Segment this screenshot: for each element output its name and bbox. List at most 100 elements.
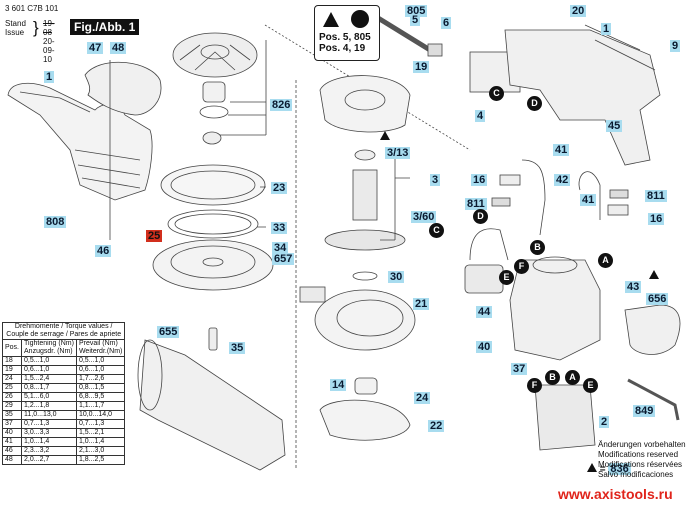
part-label-2[interactable]: 2 bbox=[599, 416, 610, 428]
field-coil-drawing bbox=[534, 384, 596, 451]
figure-title: Fig./Abb. 1 bbox=[70, 19, 140, 35]
suppressor-drawing bbox=[464, 264, 504, 294]
part-label-3-60[interactable]: 3/60 bbox=[411, 211, 437, 223]
part-label-20[interactable]: 20 bbox=[570, 5, 587, 17]
part-label-9[interactable]: 9 bbox=[670, 40, 681, 52]
base-plate-drawing bbox=[319, 399, 411, 441]
part-label-44[interactable]: 44 bbox=[476, 306, 493, 318]
pos-cell: 26 bbox=[1, 392, 23, 402]
watermark-link[interactable]: www.axistools.ru bbox=[558, 486, 673, 502]
part-label-849[interactable]: 849 bbox=[633, 405, 656, 417]
tightening-cell: 1,5...2,4 bbox=[21, 374, 77, 384]
part-label-3[interactable]: 3 bbox=[430, 174, 441, 186]
prevail-cell: 1,7...2,6 bbox=[75, 374, 126, 384]
part-label-808[interactable]: 808 bbox=[44, 216, 67, 228]
connector-D: D bbox=[473, 209, 488, 224]
connector-D-top: D bbox=[527, 96, 542, 111]
part-label-811-right[interactable]: 811 bbox=[645, 190, 667, 202]
note-en: Modifications reserved bbox=[598, 450, 679, 459]
prevail-cell: 0,6...1,0 bbox=[75, 365, 126, 375]
col-anzugsdr: Anzugsdr. (Nm) bbox=[24, 348, 73, 355]
part-label-45[interactable]: 45 bbox=[606, 120, 623, 132]
triangle-marker-icon bbox=[649, 270, 659, 279]
part-label-655[interactable]: 655 bbox=[157, 326, 180, 338]
tightening-cell: 0,6...1,0 bbox=[21, 365, 77, 375]
prevail-cell: 0,7...1,3 bbox=[75, 419, 126, 429]
part-label-836[interactable]: 836 bbox=[608, 463, 631, 475]
part-label-16-right[interactable]: 16 bbox=[648, 213, 665, 225]
part-label-16-left[interactable]: 16 bbox=[471, 174, 488, 186]
pos-cell: 18 bbox=[1, 356, 23, 366]
part-label-35[interactable]: 35 bbox=[229, 342, 246, 354]
pos-cell: 25 bbox=[1, 383, 23, 393]
part-label-43[interactable]: 43 bbox=[625, 281, 642, 293]
part-label-22[interactable]: 22 bbox=[428, 420, 445, 432]
issue-date: 20-09-10 bbox=[43, 37, 55, 64]
connector-E: E bbox=[499, 270, 514, 285]
part-label-40[interactable]: 40 bbox=[476, 341, 493, 353]
triangle-marker-icon bbox=[587, 463, 597, 472]
part-label-37[interactable]: 37 bbox=[511, 363, 528, 375]
dust-container-drawing bbox=[137, 339, 286, 471]
bearing-drawing bbox=[202, 81, 226, 103]
triangle-legend: = 836 bbox=[587, 463, 631, 475]
part-label-657[interactable]: 657 bbox=[272, 253, 295, 265]
prevail-cell: 10,0...14,0 bbox=[75, 410, 126, 420]
eccentric-drawing bbox=[202, 131, 222, 145]
part-label-811-left[interactable]: 811 bbox=[465, 198, 487, 210]
part-label-826[interactable]: 826 bbox=[270, 99, 293, 111]
prevail-cell: 1,0...1,4 bbox=[75, 437, 126, 447]
table-title-1: Drehmomente / Torque values / bbox=[14, 323, 113, 330]
note-es: Salvo modificaciones bbox=[598, 470, 674, 479]
ring-33-drawing bbox=[167, 209, 259, 239]
pos-cell: 40 bbox=[1, 428, 23, 438]
connector-A: A bbox=[598, 253, 613, 268]
gear-housing-drawing bbox=[299, 286, 416, 351]
part-label-46[interactable]: 46 bbox=[95, 245, 112, 257]
pos-cell: 35 bbox=[1, 410, 23, 420]
part-label-6[interactable]: 6 bbox=[441, 17, 452, 29]
part-label-25[interactable]: 25 bbox=[146, 230, 163, 242]
document-number: 3 601 C7B 101 bbox=[5, 4, 59, 13]
part-label-1-right[interactable]: 1 bbox=[601, 23, 612, 35]
tightening-cell: 1,0...1,4 bbox=[21, 437, 77, 447]
part-label-24[interactable]: 24 bbox=[414, 392, 431, 404]
part-label-14[interactable]: 14 bbox=[330, 379, 347, 391]
prevail-cell: 1,1...1,7 bbox=[75, 401, 126, 411]
read-manual-icon bbox=[351, 10, 369, 28]
part-label-41-top[interactable]: 41 bbox=[553, 144, 570, 156]
part-label-48[interactable]: 48 bbox=[110, 42, 127, 54]
part-label-33[interactable]: 33 bbox=[271, 222, 288, 234]
note-de: Änderungen vorbehalten bbox=[598, 440, 686, 449]
part-label-47[interactable]: 47 bbox=[87, 42, 104, 54]
part-label-5[interactable]: 5 bbox=[410, 14, 421, 26]
part-label-19[interactable]: 19 bbox=[413, 61, 430, 73]
connector-E-bottom: E bbox=[583, 378, 598, 393]
part-label-23[interactable]: 23 bbox=[271, 182, 288, 194]
pos-cell: 24 bbox=[1, 374, 23, 384]
part-label-42[interactable]: 42 bbox=[554, 174, 571, 186]
pos-cell: 19 bbox=[1, 365, 23, 375]
part-label-656[interactable]: 656 bbox=[646, 293, 669, 305]
motor-housing-drawing bbox=[504, 24, 661, 166]
revision-info: Stand Issue } 19-08 20-09-10 bbox=[5, 19, 55, 64]
screw-35-drawing bbox=[208, 327, 218, 351]
col-prevail: Prevail (Nm) bbox=[78, 340, 118, 347]
pos-cell: 41 bbox=[1, 437, 23, 447]
part-label-34[interactable]: 34 bbox=[272, 242, 289, 254]
part-label-1-left[interactable]: 1 bbox=[44, 71, 55, 83]
cover-plate-drawing bbox=[84, 61, 162, 116]
part-label-4[interactable]: 4 bbox=[475, 110, 486, 122]
part-label-21[interactable]: 21 bbox=[413, 298, 430, 310]
part-label-30[interactable]: 30 bbox=[388, 271, 405, 283]
tightening-cell: 11,0...13,0 bbox=[21, 410, 77, 420]
prevail-cell: 1,8...2,5 bbox=[75, 455, 126, 465]
part-label-41-mid[interactable]: 41 bbox=[580, 194, 597, 206]
part-label-3-13[interactable]: 3/13 bbox=[385, 147, 411, 159]
